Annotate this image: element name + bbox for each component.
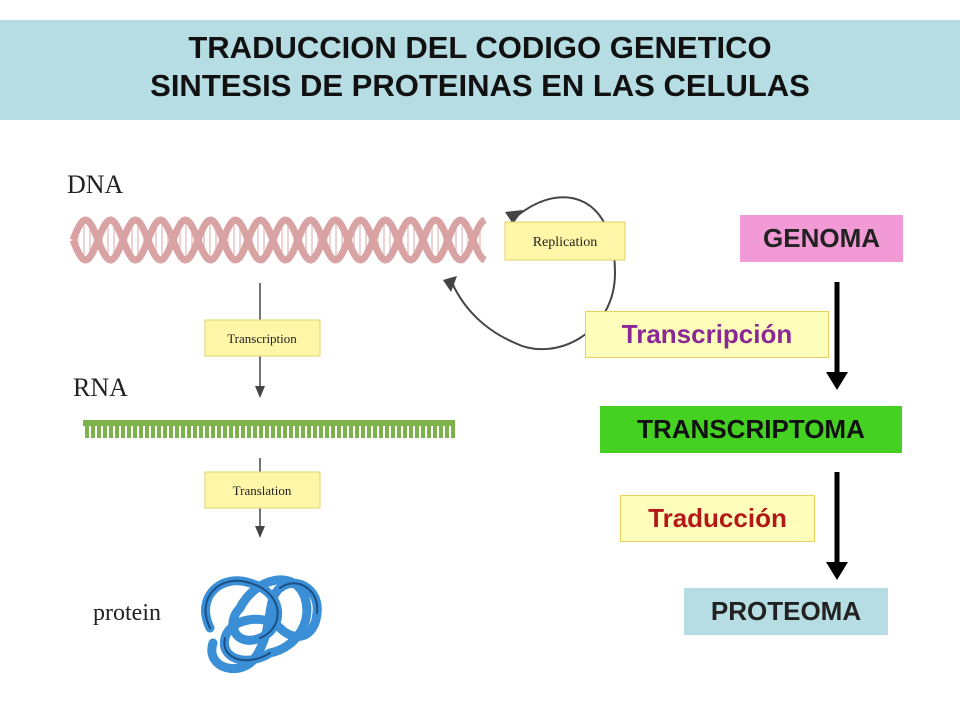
- protein-structure: [201, 575, 322, 674]
- rna-base: [235, 426, 239, 438]
- translation-box: [204, 471, 321, 509]
- dna-strand-1: [69, 216, 487, 264]
- rna-base: [205, 426, 209, 438]
- transcription-arrowhead: [255, 386, 265, 398]
- rna-base: [313, 426, 317, 438]
- rna-base: [217, 426, 221, 438]
- rna-base: [409, 426, 413, 438]
- rna-base: [349, 426, 353, 438]
- rna-base: [283, 426, 287, 438]
- traduccion-box: Traducción: [620, 495, 815, 542]
- genoma-to-transcriptoma-arrow: [826, 282, 848, 390]
- rna-base: [157, 426, 161, 438]
- rna-base: [103, 426, 107, 438]
- rna-base: [373, 426, 377, 438]
- rna-base: [175, 426, 179, 438]
- translation-label: Translation: [233, 483, 292, 498]
- rna-base: [169, 426, 173, 438]
- genoma-box: GENOMA: [740, 215, 903, 262]
- rna-base: [259, 426, 263, 438]
- rna-base: [115, 426, 119, 438]
- rna-base: [253, 426, 257, 438]
- rna-base: [277, 426, 281, 438]
- rna-base: [265, 426, 269, 438]
- title-line-1: TRADUCCION DEL CODIGO GENETICO: [188, 30, 772, 65]
- rna-base: [361, 426, 365, 438]
- rna-base: [307, 426, 311, 438]
- transcriptoma-box: TRANSCRIPTOMA: [600, 406, 902, 453]
- rna-base: [385, 426, 389, 438]
- rna-base: [451, 426, 455, 438]
- replication-arrowhead: [443, 276, 457, 292]
- transcription-label: Transcription: [227, 331, 297, 346]
- rna-base: [403, 426, 407, 438]
- rna-base: [85, 426, 89, 438]
- replication-arrowhead-start: [505, 210, 523, 224]
- rna-base: [181, 426, 185, 438]
- rna-base: [97, 426, 101, 438]
- rna-base: [121, 426, 125, 438]
- protein-label: protein: [93, 600, 161, 626]
- transcripcion-box: Transcripción: [585, 311, 829, 358]
- rna-base: [139, 426, 143, 438]
- rna-base: [91, 426, 95, 438]
- rna-base: [445, 426, 449, 438]
- rna-base: [109, 426, 113, 438]
- rna-base: [421, 426, 425, 438]
- title-line-2: SINTESIS DE PROTEINAS EN LAS CELULAS: [150, 68, 810, 103]
- rna-label: RNA: [73, 373, 128, 402]
- dna-strand-2: [69, 216, 487, 264]
- rna-base: [355, 426, 359, 438]
- dna-helix: [69, 216, 487, 264]
- rna-base: [367, 426, 371, 438]
- rna-base: [415, 426, 419, 438]
- rna-base: [193, 426, 197, 438]
- rna-base: [229, 426, 233, 438]
- transcriptoma-to-proteoma-arrow: [826, 472, 848, 580]
- rna-bases: [85, 426, 455, 438]
- rna-base: [433, 426, 437, 438]
- rna-base: [301, 426, 305, 438]
- rna-base: [319, 426, 323, 438]
- title-banner: [0, 20, 960, 120]
- rna-base: [223, 426, 227, 438]
- rna-base: [247, 426, 251, 438]
- dna-label: DNA: [67, 170, 124, 199]
- rna-base: [325, 426, 329, 438]
- replication-box: [504, 221, 626, 261]
- translation-arrowhead: [255, 526, 265, 538]
- rna-base: [427, 426, 431, 438]
- rna-base: [211, 426, 215, 438]
- rna-base: [271, 426, 275, 438]
- rna-base: [331, 426, 335, 438]
- rna-base: [145, 426, 149, 438]
- rna-base: [127, 426, 131, 438]
- rna-base: [133, 426, 137, 438]
- figure-drawing: DNA Replication Transcription RNA Transl…: [67, 170, 626, 674]
- transcription-box: [204, 319, 321, 357]
- rna-base: [343, 426, 347, 438]
- rna-base: [397, 426, 401, 438]
- rna-base: [289, 426, 293, 438]
- rna-base: [163, 426, 167, 438]
- proteoma-box: PROTEOMA: [684, 588, 888, 635]
- rna-base: [295, 426, 299, 438]
- rna-base: [199, 426, 203, 438]
- central-dogma-figure: DNA Replication Transcription RNA Transl…: [55, 158, 655, 678]
- rna-base: [241, 426, 245, 438]
- rna-base: [151, 426, 155, 438]
- replication-label: Replication: [533, 235, 598, 250]
- rna-base: [337, 426, 341, 438]
- rna-base: [187, 426, 191, 438]
- protein-outline: [204, 579, 319, 662]
- rna-base: [379, 426, 383, 438]
- rna-base: [439, 426, 443, 438]
- rna-base: [391, 426, 395, 438]
- rna-strand: [83, 420, 455, 426]
